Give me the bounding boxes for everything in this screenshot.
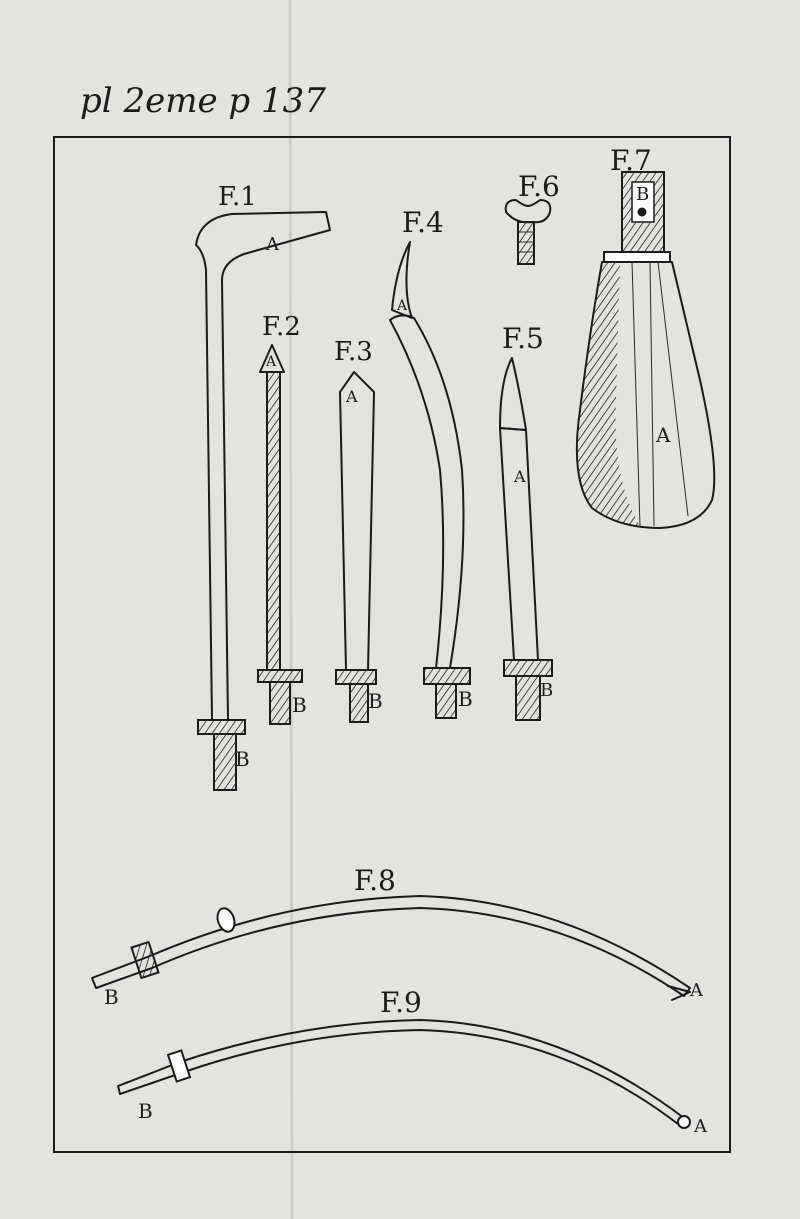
paper-fold-line [288, 0, 294, 1219]
figure-9-thin-catheter: F.9 B A [117, 986, 708, 1137]
figure-5-lancet: F.5 A B [499, 322, 553, 721]
figure-4-point-a: A [396, 298, 408, 314]
plate-border [53, 136, 731, 1153]
figure-6-screw: F.6 [504, 170, 560, 265]
figure-8-point-b: B [104, 985, 119, 1009]
figure-2-point-a: A [265, 354, 277, 370]
figure-7-point-a: A [655, 423, 671, 447]
figure-1-point-b: B [235, 747, 250, 771]
figure-7-handle: F.7 B A [575, 144, 716, 529]
figure-6-label: F.6 [518, 170, 560, 203]
figure-2-point-b: B [292, 693, 307, 717]
figure-5-point-b: B [540, 680, 553, 701]
figure-8-label: F.8 [354, 864, 396, 897]
figure-2-arrow-rod: F.2 A B [257, 312, 307, 725]
figure-5-point-a: A [513, 467, 526, 486]
figure-4-label: F.4 [402, 206, 444, 239]
figure-3-label: F.3 [334, 337, 373, 367]
figure-5-label: F.5 [502, 322, 544, 355]
figure-9-label: F.9 [380, 986, 422, 1019]
figure-7-label: F.7 [610, 144, 652, 177]
figure-9-point-a: A [693, 1116, 708, 1137]
figure-3-pointed-sound: F.3 A B [334, 337, 383, 723]
figure-8-point-a: A [689, 980, 704, 1001]
figure-7-point-b: B [636, 184, 649, 205]
plate-heading: pl 2eme p 137 [80, 81, 326, 121]
figure-4-curved-blade: F.4 A B [389, 206, 473, 719]
figure-2-label: F.2 [262, 312, 301, 342]
figure-1-label: F.1 [218, 182, 257, 212]
figure-3-point-b: B [368, 689, 383, 713]
figure-4-point-b: B [458, 687, 473, 711]
figure-8-curved-catheter: F.8 B A [91, 864, 704, 1009]
figure-1-hooked-rod: F.1 A B [195, 182, 331, 791]
figure-1-point-a: A [265, 234, 280, 255]
figure-9-point-b: B [138, 1099, 153, 1123]
figure-3-point-a: A [345, 387, 358, 406]
